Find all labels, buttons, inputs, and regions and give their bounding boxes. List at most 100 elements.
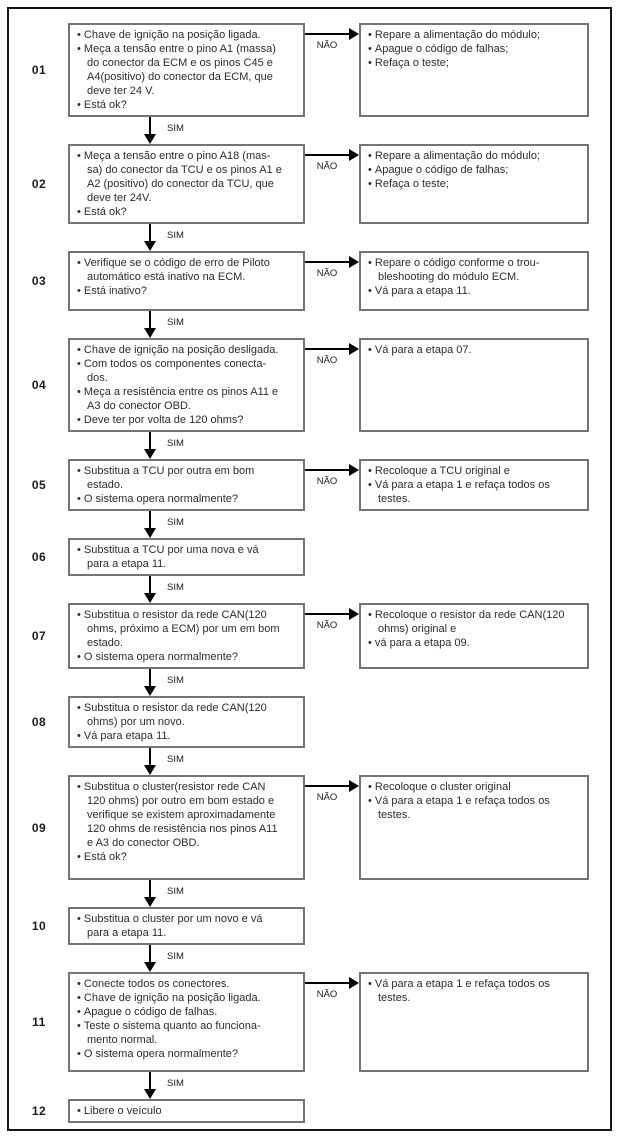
- sim-label: SIM: [167, 951, 184, 962]
- bullet-item: Repare o código conforme o trou- bleshoo…: [368, 256, 583, 284]
- arrow-right-head-icon: [349, 608, 359, 620]
- nao-label: NÃO: [316, 268, 338, 279]
- step-09-number: 09: [31, 820, 47, 835]
- step-05-row: 05 Substitua a TCU por outra em bom esta…: [10, 459, 609, 511]
- step-08-row: 08 Substitua o resistor da rede CAN(120 …: [10, 696, 609, 748]
- step-06-number: 06: [31, 550, 47, 564]
- step-07-no-box: Recoloque o resistor da rede CAN(120 ohm…: [359, 603, 589, 669]
- step-06-row: 06 Substitua a TCU por uma nova e vá par…: [10, 538, 609, 576]
- nao-label: NÃO: [316, 620, 338, 631]
- bullet-item: Repare a alimentação do módulo;: [368, 149, 583, 163]
- bullet-item: Libere o veículo: [77, 1104, 299, 1118]
- arrow-down-head-icon: [144, 1089, 156, 1099]
- step-03-action-box: Verifique se o código de erro de Piloto …: [68, 251, 305, 311]
- nao-arrow: NÃO: [305, 23, 359, 117]
- step-04-row: 04 Chave de ignição na posição desligada…: [10, 338, 609, 432]
- step-03-row: 03 Verifique se o código de erro de Pilo…: [10, 251, 609, 311]
- arrow-down-head-icon: [144, 134, 156, 144]
- nao-label: NÃO: [316, 989, 338, 1000]
- step-10-row: 10 Substitua o cluster por um novo e vá …: [10, 907, 609, 945]
- step-08-number: 08: [31, 715, 47, 729]
- bullet-item: Com todos os componentes conecta- dos.: [77, 357, 299, 385]
- bullet-item: Deve ter por volta de 120 ohms?: [77, 413, 299, 427]
- bullet-item: Vá para a etapa 1 e refaça todos os test…: [368, 478, 583, 506]
- nao-arrow: NÃO: [305, 338, 359, 432]
- step-07-number: 07: [31, 629, 47, 643]
- bullet-item: Apague o código de falhas;: [368, 163, 583, 177]
- step-09-action-box: Substitua o cluster(resistor rede CAN 12…: [68, 775, 305, 880]
- step-12-row: 12 Libere o veículo: [10, 1099, 609, 1123]
- nao-arrow: NÃO: [305, 459, 359, 511]
- bullet-item: Substitua o resistor da rede CAN(120 ohm…: [77, 701, 299, 729]
- step-07-action-box: Substitua o resistor da rede CAN(120 ohm…: [68, 603, 305, 669]
- arrow-down-line: [149, 748, 151, 767]
- bullet-item: Vá para etapa 11.: [77, 729, 299, 743]
- sim-label: SIM: [167, 230, 184, 241]
- arrow-down-line: [149, 880, 151, 899]
- sim-label: SIM: [167, 754, 184, 765]
- arrow-right-head-icon: [349, 149, 359, 161]
- sim-label: SIM: [167, 517, 184, 528]
- troubleshooting-flowchart: 01 Chave de ignição na posição ligada. M…: [10, 23, 609, 1123]
- bullet-item: O sistema opera normalmente?: [77, 650, 299, 664]
- sim-arrow: SIM: [10, 511, 609, 538]
- bullet-item: Substitua o cluster por um novo e vá par…: [77, 912, 299, 940]
- arrow-down-line: [149, 1072, 151, 1091]
- bullet-item: Refaça o teste;: [368, 177, 583, 191]
- step-03-number: 03: [31, 274, 47, 288]
- sim-label: SIM: [167, 582, 184, 593]
- arrow-down-line: [149, 432, 151, 451]
- nao-label: NÃO: [316, 161, 338, 172]
- step-10-action-box: Substitua o cluster por um novo e vá par…: [68, 907, 305, 945]
- nao-arrow: NÃO: [305, 775, 359, 880]
- arrow-right-head-icon: [349, 28, 359, 40]
- arrow-down-line: [149, 117, 151, 136]
- arrow-down-line: [149, 945, 151, 964]
- step-07-row: 07 Substitua o resistor da rede CAN(120 …: [10, 603, 609, 669]
- bullet-item: Teste o sistema quanto ao funciona- ment…: [77, 1019, 299, 1047]
- step-03-no-box: Repare o código conforme o trou- bleshoo…: [359, 251, 589, 311]
- bullet-item: Está ok?: [77, 205, 299, 219]
- step-02-row: 02 Meça a tensão entre o pino A18 (mas- …: [10, 144, 609, 224]
- sim-arrow: SIM: [10, 669, 609, 696]
- nao-arrow: NÃO: [305, 251, 359, 311]
- arrow-right-line: [305, 348, 351, 350]
- bullet-item: Vá para a etapa 07.: [368, 343, 583, 357]
- step-02-no-box: Repare a alimentação do módulo; Apague o…: [359, 144, 589, 224]
- step-04-action-box: Chave de ignição na posição desligada. C…: [68, 338, 305, 432]
- bullet-item: Vá para a etapa 1 e refaça todos os test…: [368, 794, 583, 822]
- step-05-action-box: Substitua a TCU por outra em bom estado.…: [68, 459, 305, 511]
- step-12-number: 12: [31, 1104, 47, 1118]
- nao-arrow: NÃO: [305, 144, 359, 224]
- bullet-item: Chave de ignição na posição ligada.: [77, 28, 299, 42]
- step-05-no-box: Recoloque a TCU original e Vá para a eta…: [359, 459, 589, 511]
- step-11-number: 11: [32, 1015, 46, 1029]
- arrow-down-head-icon: [144, 897, 156, 907]
- sim-label: SIM: [167, 123, 184, 134]
- step-09-row: 09 Substitua o cluster(resistor rede CAN…: [10, 775, 609, 880]
- arrow-down-line: [149, 669, 151, 688]
- bullet-item: vá para a etapa 09.: [368, 636, 583, 650]
- arrow-right-line: [305, 469, 351, 471]
- step-01-number: 01: [31, 63, 47, 77]
- step-04-no-box: Vá para a etapa 07.: [359, 338, 589, 432]
- step-01-row: 01 Chave de ignição na posição ligada. M…: [10, 23, 609, 117]
- step-01-no-box: Repare a alimentação do módulo; Apague o…: [359, 23, 589, 117]
- step-12-action-box: Libere o veículo: [68, 1099, 305, 1123]
- arrow-down-head-icon: [144, 593, 156, 603]
- bullet-item: Está ok?: [77, 850, 299, 864]
- nao-label: NÃO: [316, 476, 338, 487]
- bullet-item: Está ok?: [77, 98, 299, 112]
- sim-arrow: SIM: [10, 1072, 609, 1099]
- sim-label: SIM: [167, 317, 184, 328]
- bullet-item: Está inativo?: [77, 284, 299, 298]
- step-08-action-box: Substitua o resistor da rede CAN(120 ohm…: [68, 696, 305, 748]
- sim-arrow: SIM: [10, 945, 609, 972]
- step-05-number: 05: [31, 478, 47, 492]
- arrow-right-head-icon: [349, 977, 359, 989]
- nao-arrow: NÃO: [305, 603, 359, 669]
- bullet-item: O sistema opera normalmente?: [77, 1047, 299, 1061]
- arrow-right-line: [305, 785, 351, 787]
- arrow-right-head-icon: [349, 780, 359, 792]
- step-11-no-box: Vá para a etapa 1 e refaça todos os test…: [359, 972, 589, 1072]
